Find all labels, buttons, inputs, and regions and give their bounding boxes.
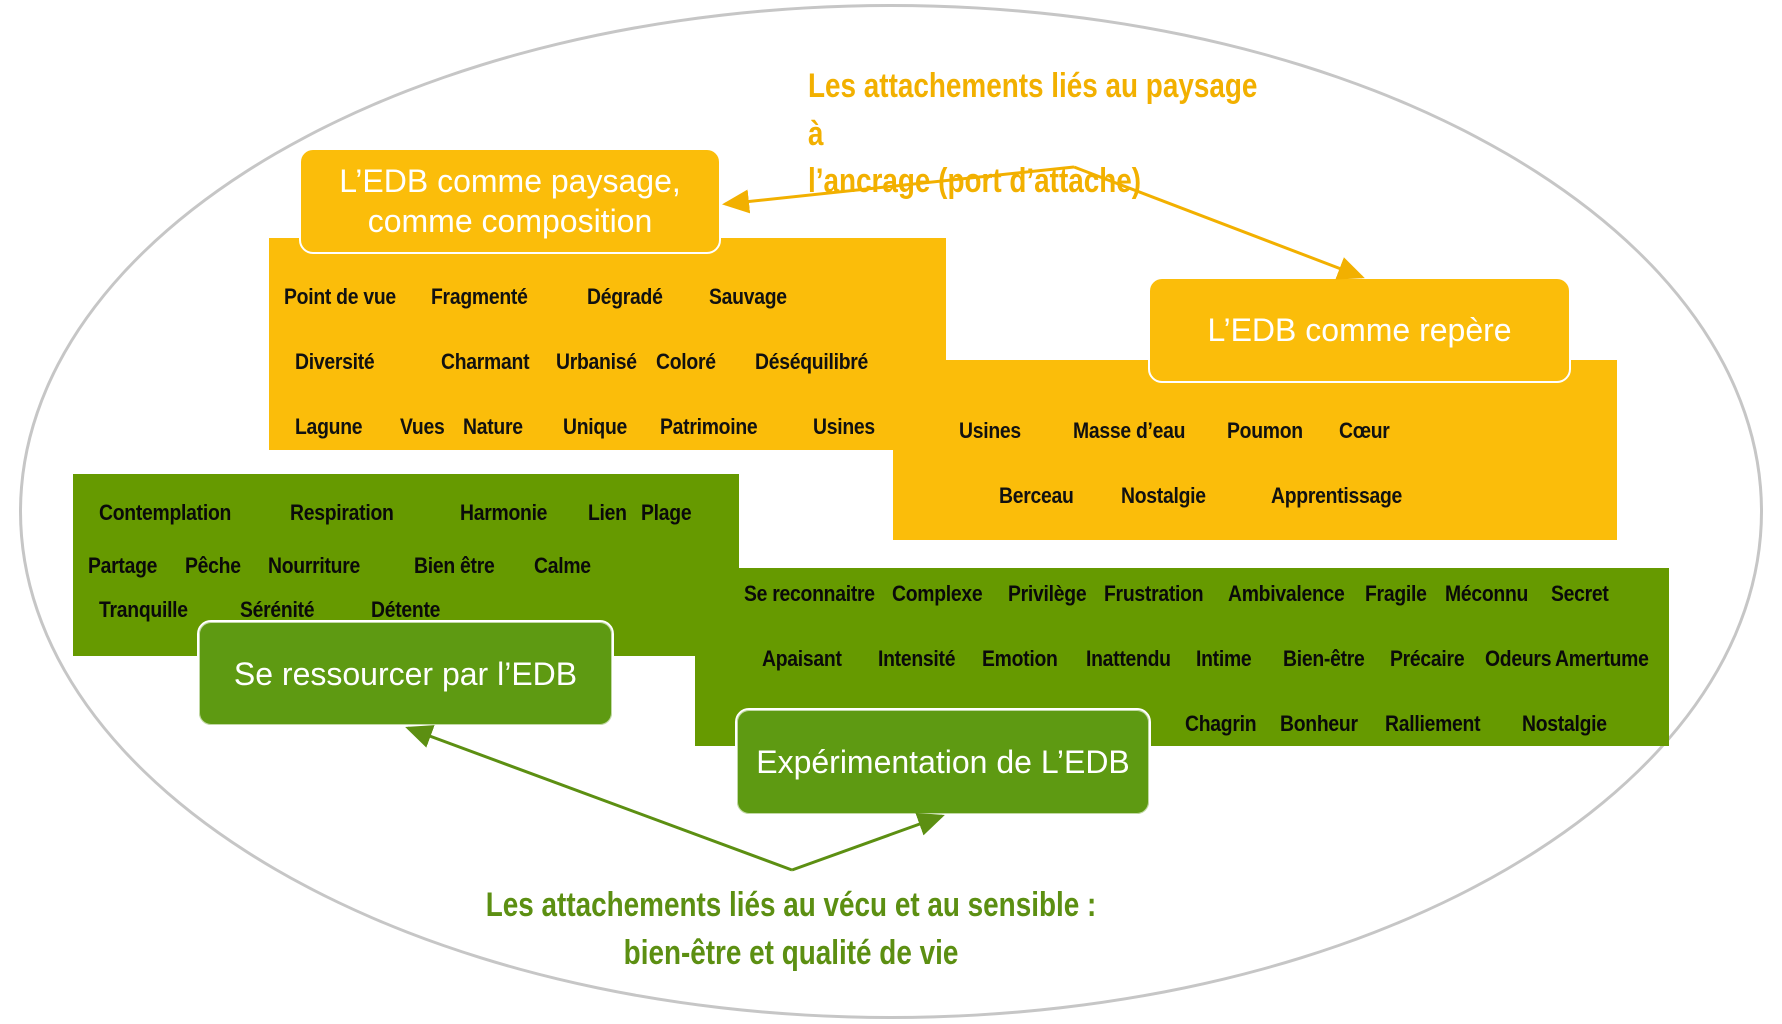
box-se-ressourcer: Se ressourcer par l’EDB xyxy=(197,620,614,727)
word-coeur: Cœur xyxy=(1339,418,1390,443)
word-fragmente: Fragmenté xyxy=(431,284,528,309)
box-edb-paysage: L’EDB comme paysage, comme composition xyxy=(299,148,721,254)
word-harmonie: Harmonie xyxy=(460,500,548,525)
word-ambivalence: Ambivalence xyxy=(1228,581,1345,606)
word-emotion: Emotion xyxy=(982,646,1058,671)
word-intime: Intime xyxy=(1196,646,1252,671)
word-poumon: Poumon xyxy=(1227,418,1303,443)
word-apaisant: Apaisant xyxy=(762,646,842,671)
caption-top-line1: Les attachements liés au paysage à xyxy=(808,67,1258,153)
word-se-reconnaitre: Se reconnaitre xyxy=(744,581,875,606)
word-diversite: Diversité xyxy=(295,349,375,374)
word-peche: Pêche xyxy=(185,553,241,578)
word-nourriture: Nourriture xyxy=(268,553,361,578)
word-masse-d-eau: Masse d’eau xyxy=(1073,418,1186,443)
box-edb-repere: L’EDB comme repère xyxy=(1148,277,1571,383)
word-complexe: Complexe xyxy=(892,581,983,606)
word-sauvage: Sauvage xyxy=(709,284,787,309)
word-bonheur: Bonheur xyxy=(1280,711,1358,736)
word-bien-etre-ressourcer: Bien être xyxy=(414,553,495,578)
box-experimentation: Expérimentation de L’EDB xyxy=(735,708,1151,816)
box-se-ressourcer-text: Se ressourcer par l’EDB xyxy=(233,655,578,692)
word-lien: Lien xyxy=(588,500,627,525)
caption-bottom-line2: bien-être et qualité de vie xyxy=(623,933,959,972)
word-odeurs: Odeurs xyxy=(1485,646,1552,671)
word-intensite: Intensité xyxy=(878,646,956,671)
panel-paysage: Point de vue Fragmenté Dégradé Sauvage D… xyxy=(269,238,946,450)
word-contemplation: Contemplation xyxy=(99,500,232,525)
word-calme: Calme xyxy=(534,553,591,578)
word-frustration: Frustration xyxy=(1104,581,1204,606)
word-privilege: Privilège xyxy=(1008,581,1087,606)
word-apprentissage: Apprentissage xyxy=(1271,483,1403,508)
box-experimentation-text: Expérimentation de L’EDB xyxy=(756,744,1130,780)
word-bien-etre-exp: Bien-être xyxy=(1283,646,1365,671)
word-meconnu: Méconnu xyxy=(1445,581,1529,606)
word-desequilibre: Déséquilibré xyxy=(755,349,869,374)
word-charmant: Charmant xyxy=(441,349,530,374)
caption-attachements-paysage: Les attachements liés au paysage à l’anc… xyxy=(808,63,1267,206)
word-nature: Nature xyxy=(463,414,523,439)
word-partage: Partage xyxy=(88,553,158,578)
word-precaire: Précaire xyxy=(1390,646,1465,671)
word-patrimoine: Patrimoine xyxy=(660,414,758,439)
word-serenite: Sérénité xyxy=(240,597,315,622)
word-point-de-vue: Point de vue xyxy=(284,284,396,309)
word-berceau: Berceau xyxy=(999,483,1074,508)
caption-bottom-line1: Les attachements liés au vécu et au sens… xyxy=(485,886,1097,924)
word-nostalgie-repere: Nostalgie xyxy=(1121,483,1206,508)
panel-repere: Usines Masse d’eau Poumon Cœur Berceau N… xyxy=(893,360,1617,540)
word-urbanise: Urbanisé xyxy=(556,349,637,374)
word-usines-paysage: Usines xyxy=(813,414,875,439)
word-inattendu: Inattendu xyxy=(1086,646,1171,671)
word-detente: Détente xyxy=(371,597,441,622)
caption-attachements-vecu: Les attachements liés au vécu et au sens… xyxy=(463,882,1119,977)
word-secret: Secret xyxy=(1551,581,1609,606)
word-usines-repere: Usines xyxy=(959,418,1021,443)
word-unique: Unique xyxy=(563,414,628,439)
word-colore: Coloré xyxy=(656,349,716,374)
box-edb-paysage-line2: comme composition xyxy=(367,203,653,239)
word-amertume: Amertume xyxy=(1555,646,1649,671)
word-vues: Vues xyxy=(400,414,445,439)
word-respiration: Respiration xyxy=(290,500,394,525)
box-edb-paysage-line1: L’EDB comme paysage, xyxy=(339,163,681,199)
word-fragile: Fragile xyxy=(1365,581,1427,606)
caption-top-line2: l’ancrage (port d’attache) xyxy=(808,162,1142,201)
word-chagrin: Chagrin xyxy=(1185,711,1257,736)
word-lagune: Lagune xyxy=(295,414,363,439)
box-edb-repere-text: L’EDB comme repère xyxy=(1207,312,1512,348)
word-degrade: Dégradé xyxy=(587,284,663,309)
word-tranquille: Tranquille xyxy=(99,597,188,622)
word-ralliement: Ralliement xyxy=(1385,711,1481,736)
word-nostalgie-exp: Nostalgie xyxy=(1522,711,1607,736)
word-plage: Plage xyxy=(641,500,692,525)
